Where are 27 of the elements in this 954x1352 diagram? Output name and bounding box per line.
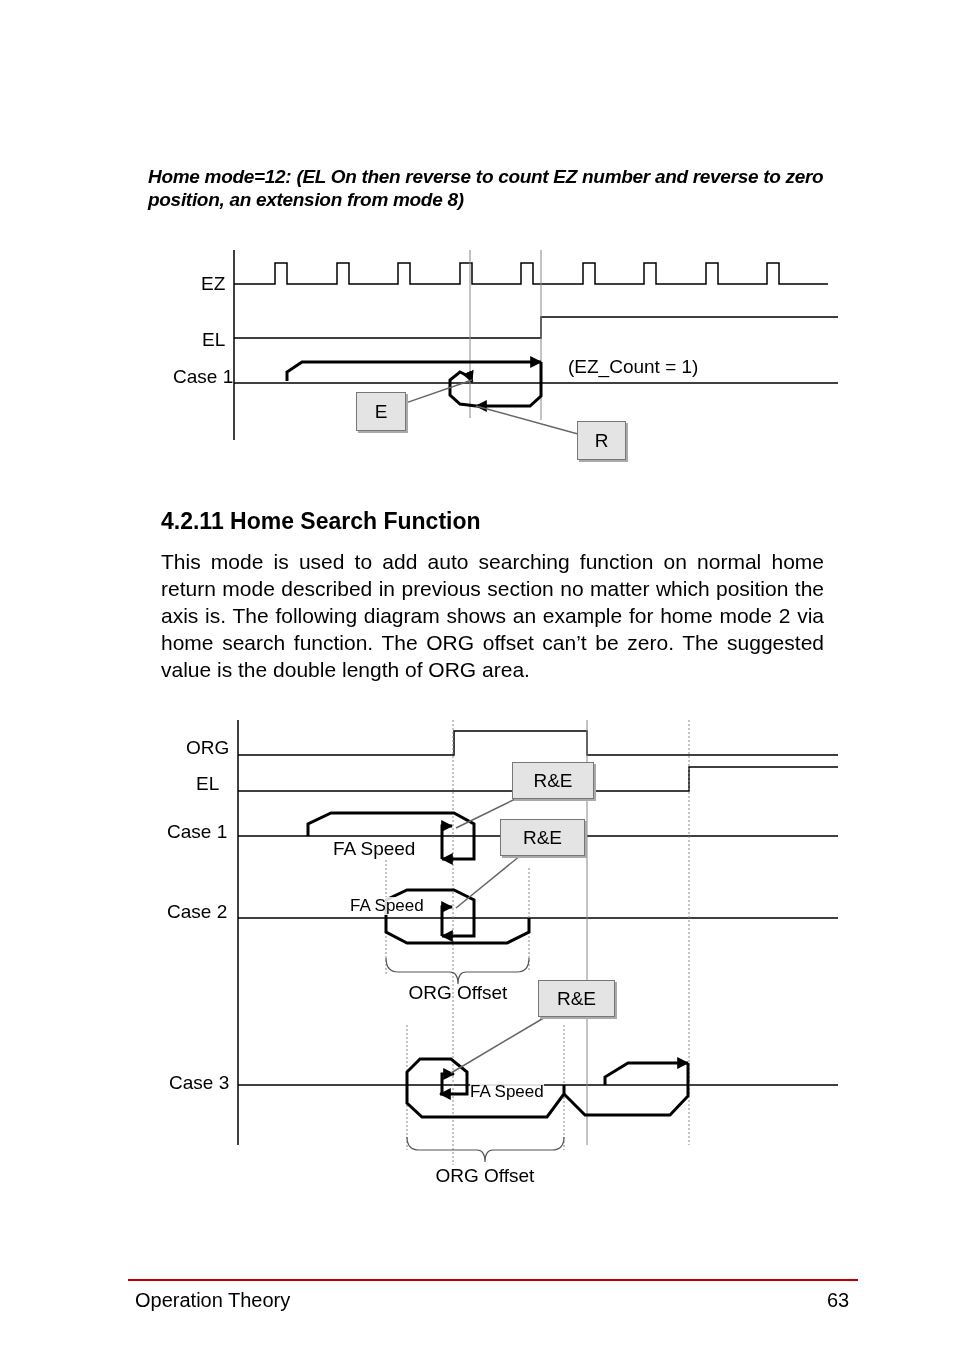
signal-label: EZ — [201, 273, 226, 295]
signal-label: Case 1 — [167, 821, 228, 843]
signal-label: Case 2 — [167, 901, 228, 923]
signal-label: Case 3 — [169, 1072, 230, 1094]
section-heading: 4.2.11 Home Search Function — [161, 508, 481, 534]
callout-box: R&E — [512, 762, 594, 799]
count-note: (EZ_Count = 1) — [568, 356, 699, 378]
offset-label: ORG Offset — [408, 982, 508, 1004]
speed-label: FA Speed — [470, 1082, 544, 1102]
leader-line — [455, 798, 516, 829]
callout-box: R&E — [500, 819, 585, 856]
speed-label: FA Speed — [350, 896, 424, 916]
page-number: 63 — [827, 1289, 850, 1311]
diagram-caption: Home mode=12: (EL On then reverse to count EZ number and reverse to zero position, an extension from mode 8) — [148, 165, 825, 211]
signal-label: EL — [196, 773, 220, 795]
callout-box: E — [356, 392, 406, 431]
offset-label: ORG Offset — [435, 1165, 535, 1187]
callout-box: R&E — [538, 980, 615, 1017]
leader-line — [475, 405, 578, 435]
leader-line — [405, 379, 473, 404]
leader-line — [455, 855, 521, 909]
signal-label: EL — [202, 329, 226, 351]
callout-box: R — [577, 421, 626, 460]
signal-label: ORG — [186, 737, 230, 759]
signal-label: Case 1 — [173, 366, 234, 388]
body-paragraph: This mode is used to add auto searching function on normal home return mode described in previous section no matter which position the axis is. The following diagram shows an example for home mode 2 via home search function. The ORG offset can’t be zero. The suggested value is the double length of ORG area. — [161, 548, 824, 683]
footer-text: Operation Theory — [135, 1289, 291, 1311]
